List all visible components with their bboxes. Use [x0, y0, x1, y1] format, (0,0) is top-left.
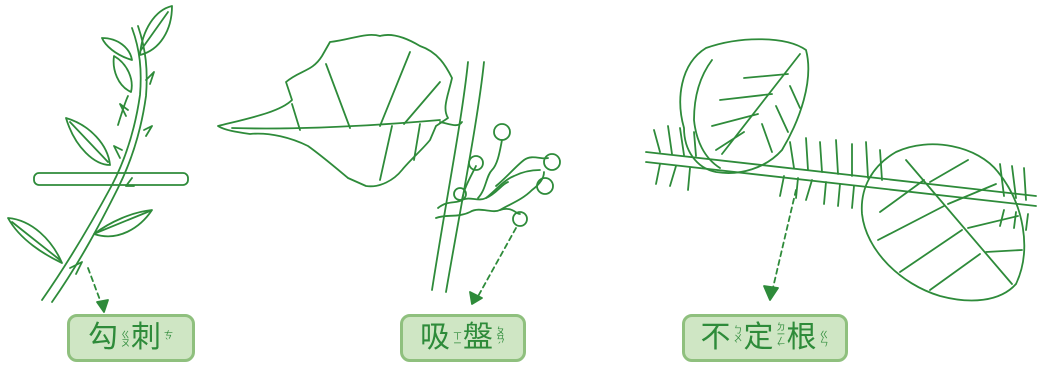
hook-thorn-plant-illustration	[7, 5, 189, 313]
label-adventitious-root-char-2: 定	[743, 319, 774, 355]
label-adventitious-root-zhuyin-1: ㄅㄨˋ	[731, 325, 742, 351]
label-sucker-zhuyin-2: ㄆㄢˊ	[494, 325, 504, 351]
label-hook-thorn-char-1: 勾	[88, 320, 118, 355]
label-hook-thorn-zhuyin-1: ㄍㄡ	[119, 330, 129, 346]
label-hook-thorn-zhuyin-2: ㄘˋ	[162, 329, 172, 347]
adventitious-root-plant-illustration	[645, 38, 1037, 302]
label-adventitious-root-zhuyin-3: ㄍㄣ	[817, 329, 828, 346]
label-hook-thorn: 勾 ㄍㄡ 刺 ㄘˋ	[67, 314, 195, 362]
sucker-plant-illustration	[217, 34, 561, 305]
label-hook-thorn-char-2: 刺	[131, 320, 161, 355]
label-sucker-zhuyin-1: ㄒㄧ	[451, 330, 461, 346]
label-sucker-char-2: 盤	[463, 320, 493, 355]
label-sucker-char-1: 吸	[420, 320, 450, 355]
label-adventitious-root-char-3: 根	[786, 319, 817, 355]
label-adventitious-root-zhuyin-2: ㄉㄧㄥˋ	[774, 322, 785, 354]
label-sucker: 吸 ㄒㄧ 盤 ㄆㄢˊ	[400, 314, 526, 362]
label-adventitious-root: 不 ㄅㄨˋ 定 ㄉㄧㄥˋ 根 ㄍㄣ	[682, 314, 848, 362]
label-adventitious-root-char-1: 不	[700, 319, 731, 355]
